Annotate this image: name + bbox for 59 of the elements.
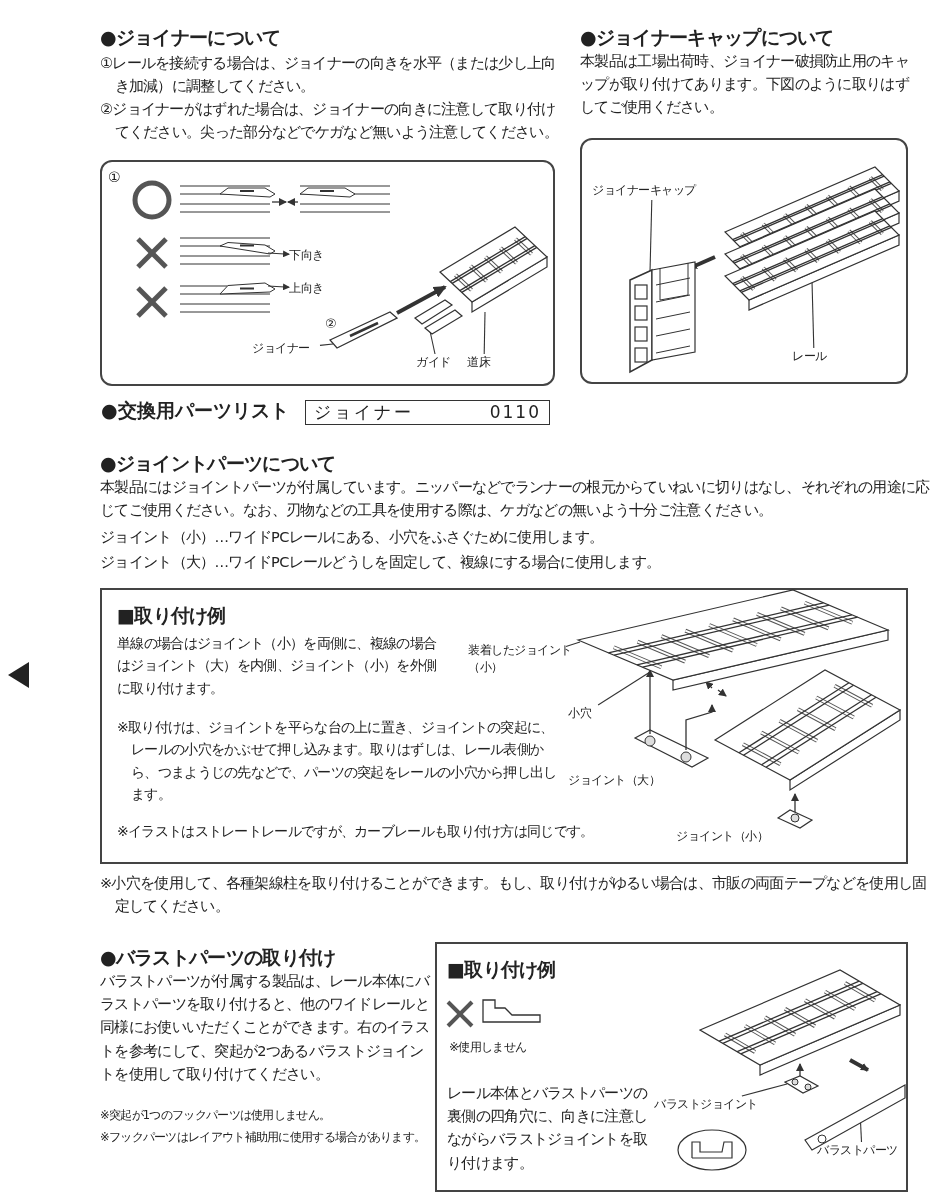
track-drawing [439, 226, 548, 314]
part-label: バラストパーツ [817, 1142, 907, 1160]
ballast-joint-drawing [783, 1075, 820, 1094]
part-label: 下向き [289, 247, 341, 265]
leader-line [811, 280, 815, 349]
instruction-panel [100, 588, 908, 864]
part-label: ジョイナーキャップ [592, 182, 712, 200]
instruction-text: 本製品にはジョイントパーツが付属しています。ニッパーなどでランナーの根元からていねいに切りはなし、それぞれの用途に応じてご使用ください。なお、刃物などの工具を使用する際は、ケガなどの無いよう十分ご注意ください。 [100, 478, 930, 521]
note-text: ※フックパーツはレイアウト補助用に使用する場合があります。 [100, 1129, 427, 1146]
part-label: ジョイント（小） [676, 828, 776, 846]
section-heading: ■取り付け例 [117, 603, 227, 628]
track-drawing [576, 589, 890, 691]
instruction-panel [435, 942, 908, 1192]
table-cell: ジョイナー [314, 401, 414, 423]
leader-line [649, 199, 653, 273]
instruction-text: 単線の場合はジョイント（小）を両側に、複線の場合はジョイント（大）を内側、ジョイント（小）を外側に取り付けます。 [117, 634, 438, 698]
instruction-text: レール本体とバラストパーツの裏側の四角穴に、向きに注意しながらバラストジョイントを取り付けます。 [447, 1084, 649, 1173]
note-text: ※小穴を使用して、各種架線柱を取り付けることができます。もし、取り付けがゆるい場合は、市販の両面テープなどを使用し固定してください。 [100, 874, 928, 917]
leader-line [741, 1083, 788, 1097]
rail-drawing [723, 166, 901, 311]
illustration-panel [580, 138, 908, 384]
part-label: レール [792, 348, 836, 366]
callout-number: ② [325, 315, 337, 333]
instruction-text: ①レールを接続する場合は、ジョイナーの向きを水平（または少し上向き加減）に調整してください。 [100, 54, 557, 97]
section-heading: ■取り付け例 [447, 957, 557, 982]
note-text: ※突起が1つのフックパーツは使用しません。 [100, 1107, 332, 1124]
instruction-text: ジョイント（大）…ワイドPCレールどうしを固定して、複線にする場合に使用します。 [100, 553, 662, 572]
instruction-text: ジョイント（小）…ワイドPCレールにある、小穴をふさぐために使用します。 [100, 528, 605, 547]
instruction-text: ②ジョイナーがはずれた場合は、ジョイナーの向きに注意して取り付けてください。尖った部分などでケガなど無いよう注意してください。 [100, 100, 559, 143]
arrow [267, 250, 290, 258]
guide-drawing [413, 299, 464, 335]
note-text: ※取り付けは、ジョイントを平らな台の上に置き、ジョイントの突起に、レールの小穴をかぶせて押し込みます。取りはずしは、レール表側から、つまようじの先などで、パーツの突起をレールの小穴から押し出します。 [117, 718, 557, 805]
leader-line [319, 343, 334, 346]
joiner-drawing [328, 311, 399, 349]
leader-line [597, 671, 651, 706]
part-label: ジョイナー [252, 340, 320, 358]
leader-line [565, 641, 581, 647]
joiner-cap-drawing [629, 261, 696, 374]
section-heading: ●ジョイナーキャップについて [580, 25, 835, 50]
section-heading: ●ジョイントパーツについて [100, 451, 337, 476]
part-label: 上向き [289, 280, 341, 298]
illustration-panel [100, 160, 555, 386]
leader-line [483, 311, 486, 355]
part-label: ガイド [416, 354, 458, 372]
part-label: 小穴 [568, 705, 600, 723]
section-heading: ●ジョイナーについて [100, 25, 282, 50]
instruction-text: 本製品は工場出荷時、ジョイナー破損防止用のキャップが取り付けてあります。下図のように取りはずしてご使用ください。 [580, 52, 910, 118]
section-heading: ●交換用パーツリスト [101, 398, 290, 423]
arrow [267, 283, 290, 291]
arrow [396, 285, 447, 315]
note-text: ※イラストはストレートレールですが、カーブレールも取り付け方は同じです。 [117, 822, 595, 841]
instruction-text: バラストパーツが付属する製品は、レール本体にバラストパーツを取り付けると、他のワイドレールと同様にお使いいただくことができます。右のイラストを参考にして、突起が2つあるバラストジョイントを使用して取り付けてください。 [100, 972, 430, 1084]
table-cell: 0110 [489, 401, 541, 423]
section-heading: ●バラストパーツの取り付け [100, 945, 337, 970]
callout-number: ① [108, 168, 121, 187]
part-label: バラストジョイント [654, 1096, 762, 1114]
part-label: 道床 [467, 354, 501, 372]
part-label: ジョイント（大） [568, 772, 670, 790]
note-text: ※使用しません [449, 1039, 528, 1056]
